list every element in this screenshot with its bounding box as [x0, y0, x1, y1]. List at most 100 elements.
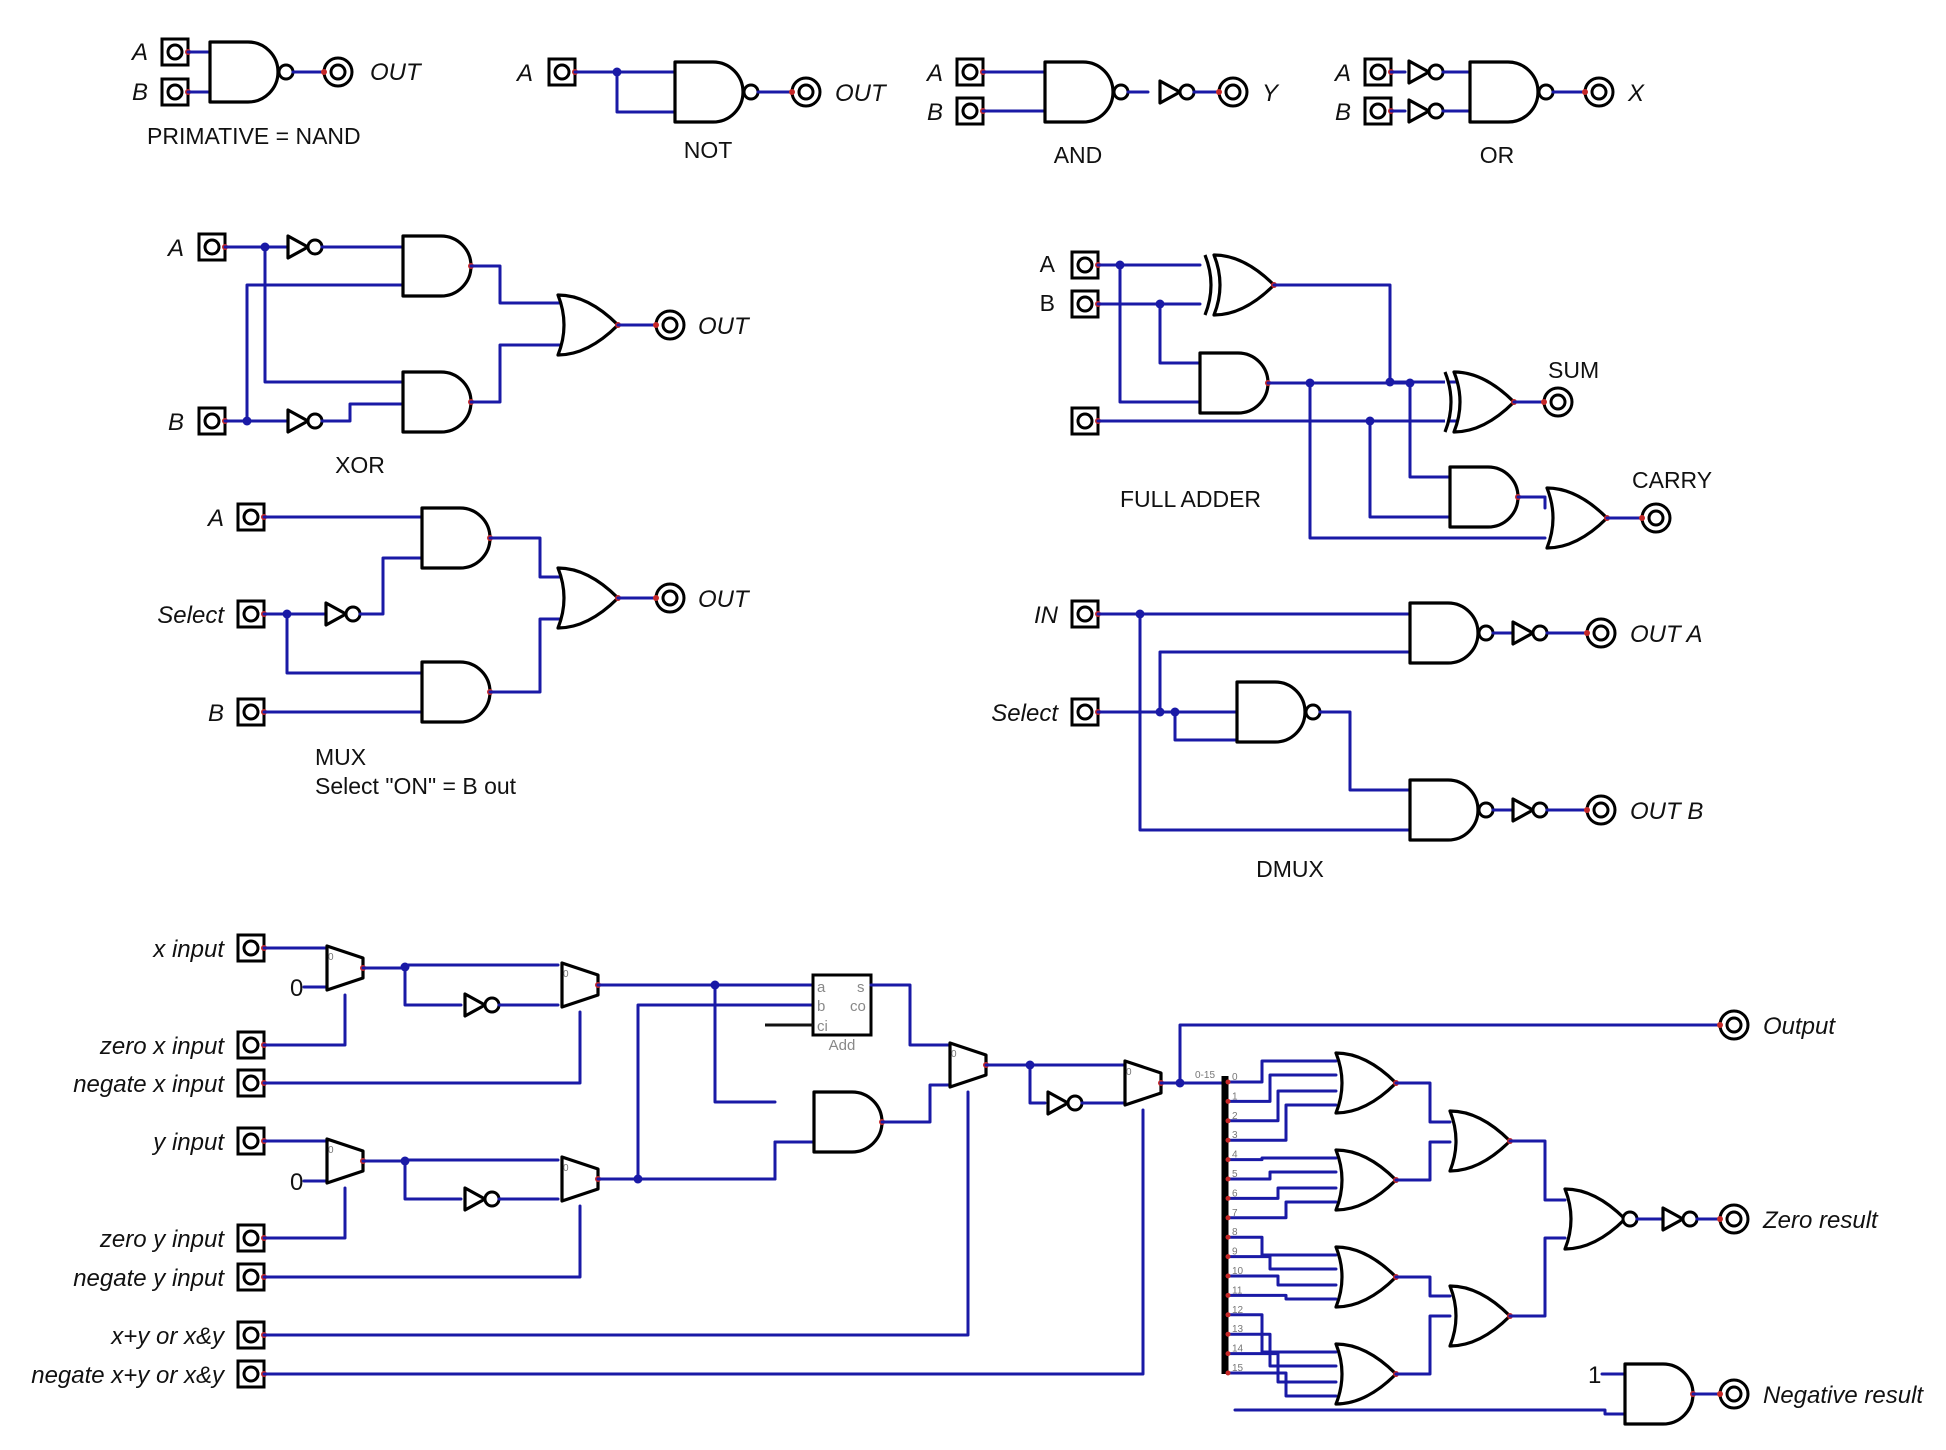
alu-bit-line [1226, 1352, 1338, 1384]
dmux-outb-label: OUT B [1630, 798, 1703, 825]
nand-gate [208, 40, 295, 104]
alu-bit-label: 2 [1232, 1111, 1238, 1122]
alu-or-4 [1334, 1342, 1401, 1406]
fa-carry-label: CARRY [1632, 467, 1712, 493]
alu-label-zx: zero x input [99, 1033, 225, 1060]
alu-label-no: negate x+y or x&y [31, 1362, 226, 1389]
alu-bit-pin [1225, 1195, 1231, 1201]
alu-bit-pin [1225, 1351, 1231, 1357]
alu-nx-mux-label: 0 [563, 969, 569, 980]
alu-adder-a: a [817, 979, 826, 996]
fa-and-top [1198, 351, 1273, 415]
alu-bit-pin [1225, 1176, 1231, 1182]
alu-zero-label: Zero result [1762, 1207, 1879, 1234]
xor-b-label: B [168, 409, 184, 436]
alu-not-y [463, 1186, 501, 1212]
alu-bit-pin [1225, 1098, 1231, 1104]
alu-bit-pin [1225, 1273, 1231, 1279]
and-caption: AND [1054, 142, 1103, 168]
mux-and-top [420, 506, 495, 570]
and-b-label: B [927, 99, 943, 126]
mux-circuit: A Select B OUT MUX Select "ON" = B out [157, 502, 751, 799]
nand-output [319, 56, 354, 88]
nand-circuit: A B OUT PRIMATIVE = NAND [130, 37, 423, 149]
dmux-not-top [1511, 620, 1549, 646]
dmux-caption: DMUX [1256, 856, 1324, 882]
alu-bit-pin [1225, 1331, 1231, 1337]
alu-output-label: Output [1763, 1013, 1836, 1040]
alu-bit-line [1226, 1089, 1338, 1123]
mux-a-label: A [206, 505, 224, 532]
xor-output [651, 309, 686, 341]
or-nand-gate [1468, 60, 1555, 124]
or-caption: OR [1480, 142, 1515, 168]
alu-label-nx: negate x input [73, 1071, 225, 1098]
dmux-nand-top [1408, 601, 1495, 665]
xor-caption: XOR [335, 452, 385, 478]
alu-bit-line [1226, 1103, 1338, 1142]
not-output [787, 76, 822, 108]
fa-sum-label: SUM [1548, 357, 1599, 383]
xor-not-a-gate [286, 234, 324, 260]
alu-or-3 [1334, 1245, 1401, 1309]
not-a-label: A [515, 60, 533, 87]
fa-carry-output [1637, 502, 1672, 534]
alu-bit-line [1226, 1235, 1338, 1257]
fa-and-bottom [1448, 465, 1523, 529]
alu-bit-label: 14 [1232, 1344, 1244, 1355]
dmux-circuit: IN Select OUT A OUT B DMUX [991, 599, 1703, 882]
alu-bit-label: 12 [1232, 1305, 1244, 1316]
alu-label-f: x+y or x&y [110, 1323, 226, 1350]
alu-bit-label: 6 [1232, 1188, 1238, 1199]
alu-bit-label: 9 [1232, 1247, 1238, 1258]
alu-label-x: x input [152, 936, 225, 963]
not-caption: NOT [684, 137, 733, 163]
fa-caption: FULL ADDER [1120, 486, 1261, 512]
or-a-label: A [1333, 60, 1351, 87]
or-out-label: X [1627, 80, 1645, 107]
alu-bus-label: 0-15 [1195, 1070, 1215, 1081]
alu-zero-output [1715, 1203, 1750, 1235]
xor-circuit: A B OUT XOR [166, 232, 751, 478]
mux-or-gate [556, 566, 623, 630]
alu-not-x [463, 992, 501, 1018]
alu-bit-label: 7 [1232, 1208, 1238, 1219]
alu-zx-mux-label: 0 [328, 952, 334, 963]
and-circuit: A B Y AND [925, 57, 1280, 168]
alu-bit-line [1226, 1170, 1338, 1181]
nand-a-label: A [130, 39, 148, 66]
alu-and-negative [1623, 1362, 1698, 1426]
or-circuit: A B X OR [1333, 57, 1645, 168]
alu-adder-label: Add [829, 1037, 856, 1054]
alu-and-xy [812, 1090, 887, 1154]
alu-adder-ci: ci [817, 1018, 828, 1035]
mux-out-label: OUT [698, 586, 751, 613]
alu-bit-label: 3 [1232, 1130, 1238, 1141]
alu-or-1 [1334, 1051, 1401, 1115]
alu-bit-pin [1225, 1234, 1231, 1240]
alu-bit-pin [1225, 1137, 1231, 1143]
alu-label-ny: negate y input [73, 1265, 225, 1292]
alu-adder-s: s [857, 979, 865, 996]
alu-bit-pin [1225, 1118, 1231, 1124]
xor-not-b-gate [286, 408, 324, 434]
nand-b-label: B [132, 79, 148, 106]
alu-bit-pin [1225, 1292, 1231, 1298]
alu-or-5 [1448, 1109, 1515, 1173]
alu-or-2 [1334, 1148, 1401, 1212]
alu-bit-label: 0 [1232, 1072, 1238, 1083]
nand-caption: PRIMATIVE = NAND [147, 123, 361, 149]
or-output [1580, 76, 1615, 108]
alu-bit-line [1226, 1059, 1338, 1084]
alu-label-zy: zero y input [99, 1226, 225, 1253]
fa-sum-output [1539, 386, 1574, 418]
or-not-b-gate [1407, 98, 1445, 124]
alu-bit-pin [1225, 1157, 1231, 1163]
alu-adder-co: co [850, 998, 866, 1015]
dmux-nand-gate [1235, 680, 1322, 744]
fa-a-label: A [1040, 251, 1056, 277]
alu-const-zero-y: 0 [290, 1169, 303, 1196]
mux-select-label: Select [157, 602, 225, 629]
alu-bit-label: 5 [1232, 1169, 1238, 1180]
